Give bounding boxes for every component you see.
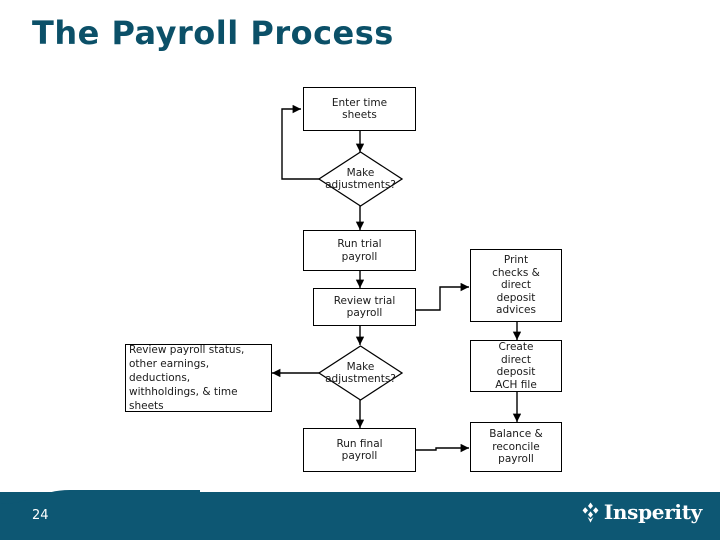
node-label: Print checks & direct deposit advices — [492, 254, 540, 317]
node-label: Enter time sheets — [331, 96, 388, 122]
node-label: Review payroll status, other earnings, d… — [129, 344, 245, 412]
node-label: Run final payroll — [336, 437, 383, 463]
node-run-final-payroll: Run final payroll — [303, 428, 416, 472]
node-review-payroll-status: Review payroll status, other earnings, d… — [125, 344, 272, 412]
diamond-shape — [318, 151, 403, 207]
insperity-shield-icon — [582, 502, 599, 523]
node-balance-reconcile: Balance & reconcile payroll — [470, 422, 562, 472]
node-label: Make adjustments? — [325, 166, 396, 192]
node-make-adjustments-2: Make adjustments? — [318, 345, 403, 401]
node-print-checks: Print checks & direct deposit advices — [470, 249, 562, 322]
diamond-shape — [318, 345, 403, 401]
logo-text: Insperity — [603, 500, 702, 524]
page-title: The Payroll Process — [32, 14, 394, 52]
slide-number: 24 — [32, 508, 49, 523]
node-label: Create direct deposit ACH file — [495, 341, 537, 391]
node-run-trial-payroll: Run trial payroll — [303, 230, 416, 271]
node-create-ach-file: Create direct deposit ACH file — [470, 340, 562, 392]
node-label: Review trial payroll — [333, 294, 396, 320]
footer-curve-decoration — [0, 490, 200, 504]
brand-logo: Insperity — [582, 500, 702, 524]
node-enter-time-sheets: Enter time sheets — [303, 87, 416, 131]
node-review-trial-payroll: Review trial payroll — [313, 288, 416, 326]
node-label: Make adjustments? — [325, 360, 396, 386]
node-label: Run trial payroll — [337, 238, 382, 263]
node-make-adjustments-1: Make adjustments? — [318, 151, 403, 207]
node-label: Balance & reconcile payroll — [489, 428, 543, 466]
